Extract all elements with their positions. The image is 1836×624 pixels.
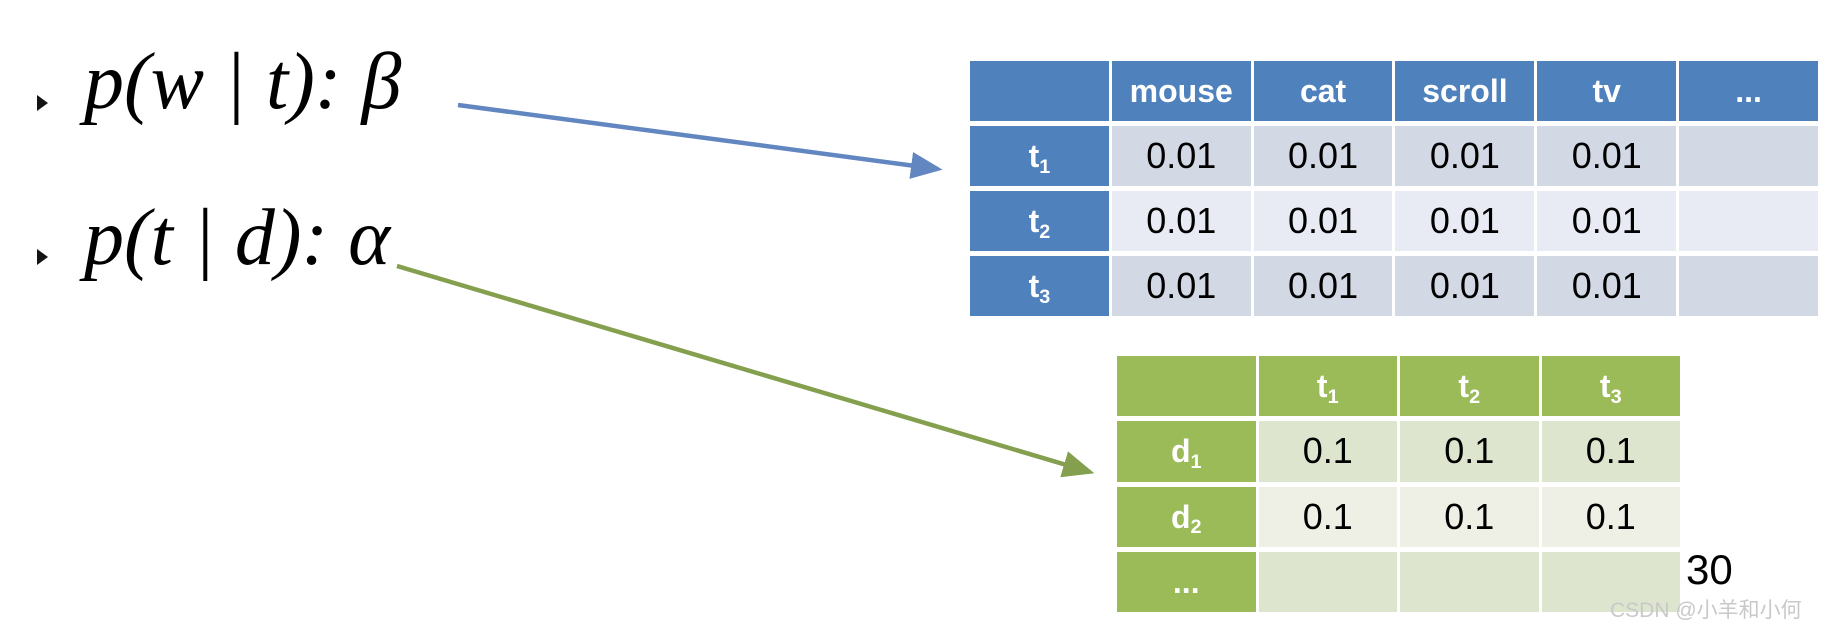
word-topic-table: mouse cat scroll tv ... t1 0.01 0.01 0.0… xyxy=(970,61,1818,316)
header-cell: cat xyxy=(1253,61,1393,121)
row-label-cell: d2 xyxy=(1117,486,1256,547)
value-cell: 0.1 xyxy=(1258,486,1397,547)
row-label-cell: d1 xyxy=(1117,421,1256,482)
value-cell: 0.1 xyxy=(1541,486,1680,547)
value-cell: 0.01 xyxy=(1395,191,1535,251)
value-cell: 0.01 xyxy=(1253,191,1393,251)
value-cell: 0.1 xyxy=(1541,421,1680,482)
value-cell xyxy=(1400,551,1539,612)
page-number: 30 xyxy=(1686,546,1733,593)
value-cell: 0.01 xyxy=(1111,191,1251,251)
value-cell: 0.01 xyxy=(1253,256,1393,316)
value-cell xyxy=(1679,126,1818,186)
value-cell: 0.01 xyxy=(1537,256,1677,316)
beta-arrow xyxy=(457,102,943,179)
header-cell: tv xyxy=(1537,61,1677,121)
header-cell xyxy=(970,61,1109,121)
bullet-triangle-icon xyxy=(37,95,48,111)
value-cell: 0.1 xyxy=(1400,486,1539,547)
doc-topic-table: t1 t2 t3 d1 0.1 0.1 0.1 d2 0.1 0.1 0.1 .… xyxy=(1117,356,1680,612)
value-cell: 0.01 xyxy=(1395,126,1535,186)
value-cell xyxy=(1679,256,1818,316)
bullet-triangle-icon xyxy=(37,249,48,265)
formula-word-given-topic: p(w | t): β xyxy=(84,38,402,126)
watermark: CSDN @小羊和小何 xyxy=(1610,599,1802,622)
header-cell: t2 xyxy=(1400,356,1539,417)
row-label-cell: t2 xyxy=(970,191,1109,251)
value-cell: 0.01 xyxy=(1111,126,1251,186)
value-cell xyxy=(1541,551,1680,612)
header-cell: t1 xyxy=(1258,356,1397,417)
header-cell xyxy=(1117,356,1256,417)
row-label-cell: t3 xyxy=(970,256,1109,316)
value-cell: 0.01 xyxy=(1395,256,1535,316)
header-cell: scroll xyxy=(1395,61,1535,121)
formula-topic-given-doc: p(t | d): α xyxy=(84,194,391,282)
row-label-cell: t1 xyxy=(970,126,1109,186)
value-cell: 0.01 xyxy=(1537,191,1677,251)
value-cell: 0.01 xyxy=(1111,256,1251,316)
value-cell: 0.01 xyxy=(1537,126,1677,186)
row-label-cell: ... xyxy=(1117,551,1256,612)
value-cell: 0.1 xyxy=(1400,421,1539,482)
header-cell: mouse xyxy=(1111,61,1251,121)
header-cell: ... xyxy=(1679,61,1818,121)
value-cell: 0.01 xyxy=(1253,126,1393,186)
value-cell xyxy=(1679,191,1818,251)
value-cell: 0.1 xyxy=(1258,421,1397,482)
header-cell: t3 xyxy=(1541,356,1680,417)
value-cell xyxy=(1258,551,1397,612)
